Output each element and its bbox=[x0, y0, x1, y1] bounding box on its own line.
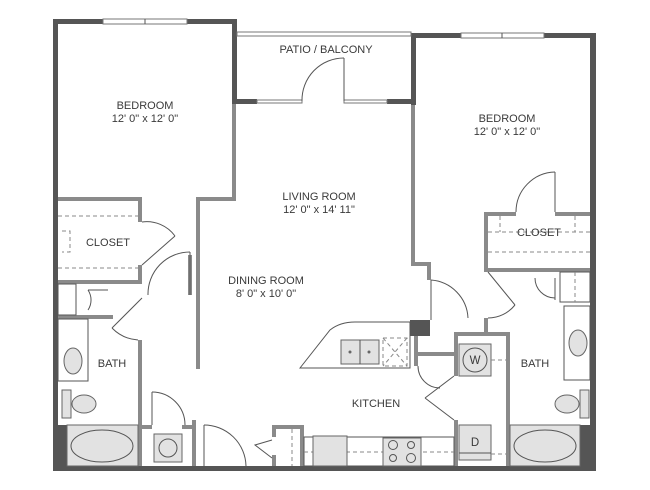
sink-left bbox=[63, 347, 83, 375]
bathtub-left bbox=[66, 424, 139, 467]
kitchen-label: KITCHEN bbox=[352, 398, 400, 410]
washer-label: W bbox=[470, 355, 481, 367]
toilet-right bbox=[554, 394, 580, 414]
toilet-tank-right bbox=[579, 389, 590, 419]
bedroom-right-label: BEDROOM bbox=[479, 113, 536, 125]
dining-room-dimensions: 8' 0" x 10' 0" bbox=[236, 288, 296, 300]
toilet-tank-left bbox=[61, 389, 72, 419]
bedroom-left-label: BEDROOM bbox=[117, 100, 174, 112]
dryer-label: D bbox=[471, 437, 479, 449]
room-labels: BEDROOM 12' 0" x 12' 0" PATIO / BALCONY … bbox=[86, 44, 561, 449]
dryer bbox=[458, 424, 492, 461]
bath-right-label: BATH bbox=[521, 358, 550, 370]
dishwasher bbox=[382, 337, 408, 367]
bath-right-fixtures bbox=[509, 305, 591, 467]
exterior-walls bbox=[53, 19, 596, 471]
stove bbox=[382, 437, 422, 467]
toilet-left bbox=[71, 394, 97, 414]
bedroom-left-dimensions: 12' 0" x 12' 0" bbox=[112, 113, 179, 125]
laundry bbox=[458, 343, 506, 461]
bath-left-label: BATH bbox=[98, 358, 127, 370]
kitchen-fixtures bbox=[298, 321, 455, 467]
bathtub-right bbox=[509, 424, 581, 467]
windows bbox=[102, 18, 545, 104]
washer bbox=[458, 343, 492, 377]
living-room-dimensions: 12' 0" x 14' 11" bbox=[283, 204, 355, 216]
dining-room-label: DINING ROOM bbox=[228, 275, 304, 287]
bath-left-fixtures bbox=[57, 318, 183, 467]
bedroom-right-dimensions: 12' 0" x 12' 0" bbox=[474, 126, 541, 138]
closet-shelves bbox=[58, 215, 590, 466]
patio-door[interactable] bbox=[301, 57, 345, 102]
closet-left-label: CLOSET bbox=[86, 237, 130, 249]
patio-label: PATIO / BALCONY bbox=[279, 44, 373, 56]
interior-walls bbox=[58, 104, 590, 466]
living-room-label: LIVING ROOM bbox=[282, 191, 355, 203]
refrigerator bbox=[312, 435, 348, 467]
sink-right bbox=[568, 329, 588, 357]
closet-right-label: CLOSET bbox=[517, 227, 561, 239]
